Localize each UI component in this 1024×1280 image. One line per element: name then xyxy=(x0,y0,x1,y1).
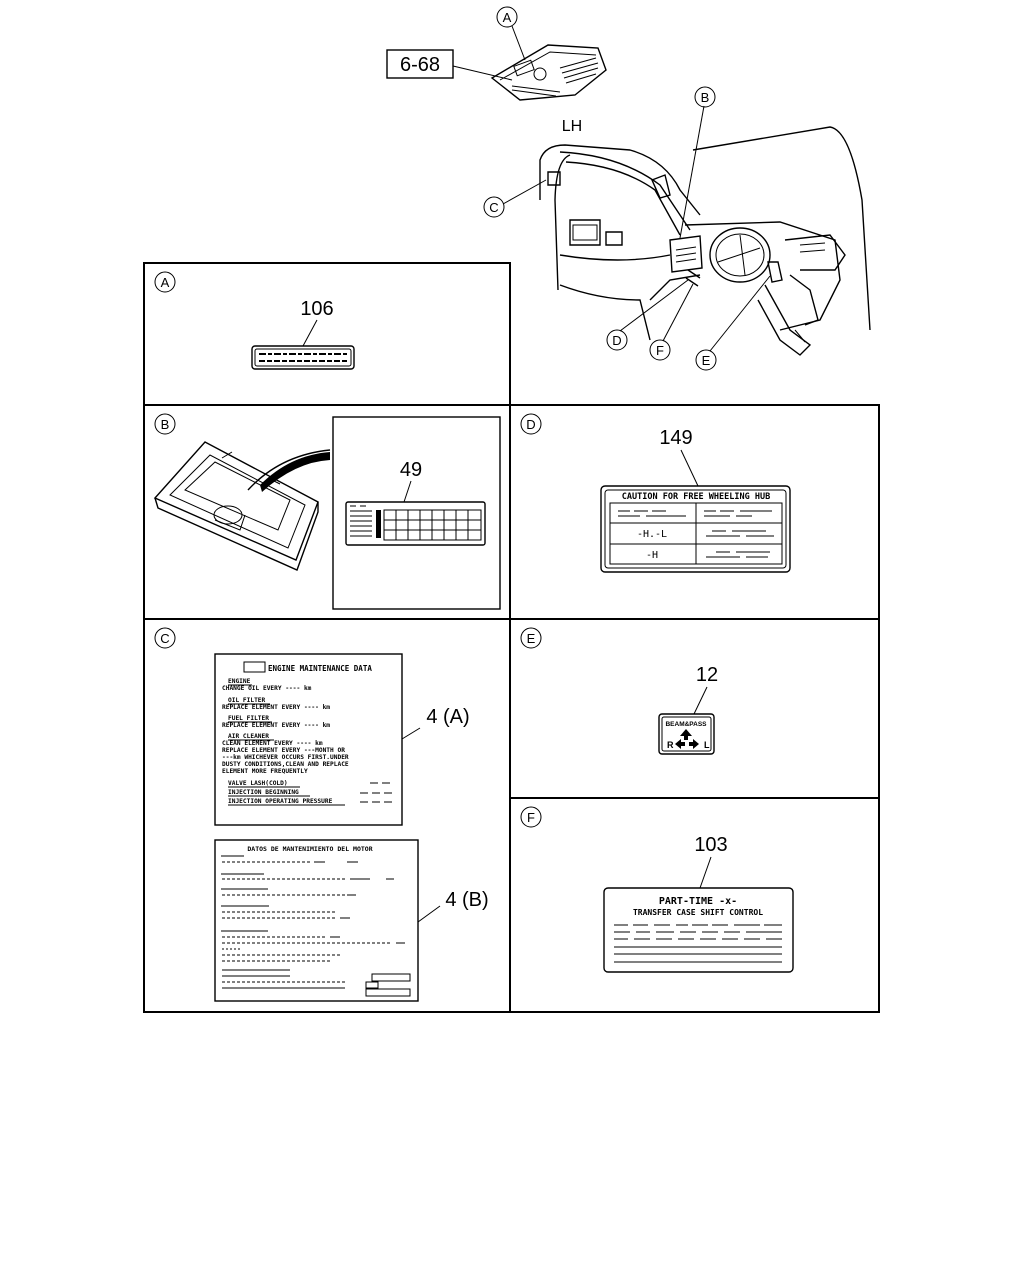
svg-text:INJECTION OPERATING PRESSURE: INJECTION OPERATING PRESSURE xyxy=(228,798,333,805)
label-103-line1: PART-TIME -x- xyxy=(659,896,737,907)
panel-e-letter: E xyxy=(527,631,536,646)
callout-f: F xyxy=(656,343,664,358)
label-4b xyxy=(214,839,419,1002)
svg-text:ENGINE: ENGINE xyxy=(228,678,251,685)
inset-box xyxy=(332,416,501,610)
label-12 xyxy=(658,713,715,755)
svg-text:VALVE LASH(COLD): VALVE LASH(COLD) xyxy=(228,780,288,787)
label-4b-lines xyxy=(221,855,411,997)
label-4a xyxy=(214,653,403,826)
label-12-title: BEAM&PASS xyxy=(665,721,707,728)
label-149-title: CAUTION FOR FREE WHEELING HUB xyxy=(622,492,770,502)
panel-a: A 106 xyxy=(154,271,355,370)
panel-a-part-number: 106 xyxy=(300,298,333,320)
panel-c-letter: C xyxy=(160,631,169,646)
side-label-lh: LH xyxy=(562,118,582,135)
svg-text:REPLACE ELEMENT EVERY ---- km: REPLACE ELEMENT EVERY ---- km xyxy=(222,704,330,711)
svg-text:DUSTY CONDITIONS,CLEAN AND REP: DUSTY CONDITIONS,CLEAN AND REPLACE xyxy=(222,761,349,768)
label-4b-part-number: 4 (B) xyxy=(445,889,488,911)
cab-interior-illustration xyxy=(539,126,871,356)
panel-c: C ENGINE MAINTENANCE DATA ENGINE CHANGE … xyxy=(154,627,489,1002)
svg-text:CLEAN ELEMENT EVERY ---- km: CLEAN ELEMENT EVERY ---- km xyxy=(222,740,323,747)
label-49-grid xyxy=(350,505,482,541)
arrows-icon xyxy=(675,729,699,749)
panel-f-letter: F xyxy=(527,810,535,825)
label-149 xyxy=(600,485,791,573)
svg-text:CHANGE OIL EVERY ---- km: CHANGE OIL EVERY ---- km xyxy=(222,685,312,692)
panel-b-letter: B xyxy=(161,417,170,432)
svg-text:FUEL FILTER: FUEL FILTER xyxy=(228,715,269,722)
callout-b: B xyxy=(701,90,710,105)
svg-text:---km WHICHEVER OCCURS FIRST.U: ---km WHICHEVER OCCURS FIRST.UNDER xyxy=(222,754,349,761)
svg-text:REPLACE ELEMENT EVERY ---- km: REPLACE ELEMENT EVERY ---- km xyxy=(222,722,330,729)
svg-text:ELEMENT MORE FREQUENTLY: ELEMENT MORE FREQUENTLY xyxy=(222,768,308,775)
label-149-row2: -H.-L xyxy=(637,529,667,540)
svg-text:OIL FILTER: OIL FILTER xyxy=(228,697,266,704)
label-149-row3: -H xyxy=(646,550,658,561)
label-106 xyxy=(251,345,355,370)
panel-e: E 12 BEAM&PASS R L xyxy=(520,627,718,755)
panel-b-part-number: 49 xyxy=(400,459,422,481)
panel-d: D 149 CAUTION FOR FREE WHEELING HUB -H.-… xyxy=(520,413,791,573)
panel-e-part-number: 12 xyxy=(696,664,718,686)
reference-box-text: 6-68 xyxy=(400,54,440,76)
label-103 xyxy=(603,887,794,973)
panel-a-letter: A xyxy=(161,275,170,290)
callout-c: C xyxy=(489,200,498,215)
callout-a-circle xyxy=(496,6,518,28)
svg-text:INJECTION BEGINNING: INJECTION BEGINNING xyxy=(228,789,299,796)
panel-f: F 103 PART-TIME -x- TRANSFER CASE SHIFT … xyxy=(520,806,794,973)
label-4b-title: DATOS DE MANTENIMIENTO DEL MOTOR xyxy=(247,845,372,853)
reference-box xyxy=(386,49,454,79)
callout-e: E xyxy=(702,353,711,368)
panel-d-letter: D xyxy=(526,417,535,432)
label-4a-lines: ENGINE CHANGE OIL EVERY ---- km OIL FILT… xyxy=(222,678,349,805)
callout-d: D xyxy=(612,333,621,348)
svg-text:REPLACE ELEMENT EVERY ---MONTH: REPLACE ELEMENT EVERY ---MONTH OR xyxy=(222,747,345,754)
label-12-right: L xyxy=(704,740,710,750)
label-4a-part-number: 4 (A) xyxy=(426,706,469,728)
svg-text:AIR CLEANER: AIR CLEANER xyxy=(228,733,269,740)
panel-f-part-number: 103 xyxy=(694,834,727,856)
panel-grid-lines xyxy=(143,262,880,1013)
panel-d-part-number: 149 xyxy=(659,427,692,449)
label-12-left: R xyxy=(667,740,674,750)
label-103-line2: TRANSFER CASE SHIFT CONTROL xyxy=(633,908,763,917)
panel-b: B 49 xyxy=(153,413,501,610)
label-49 xyxy=(345,501,486,546)
glove-box-illustration xyxy=(153,441,331,571)
overhead-console-illustration xyxy=(490,44,607,101)
label-4a-title: ENGINE MAINTENANCE DATA xyxy=(268,664,372,673)
callout-a: A xyxy=(503,10,512,25)
